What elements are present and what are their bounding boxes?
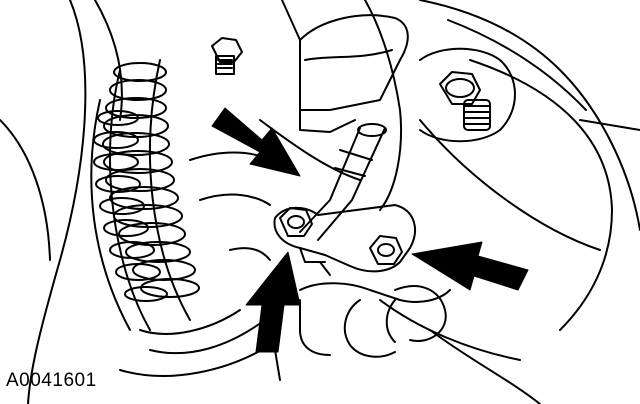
- figure-label: A0041601: [6, 370, 97, 391]
- mounting-plate: [273, 204, 416, 276]
- right-nut-stud: [419, 47, 516, 143]
- bracket-link-rod: [299, 123, 387, 241]
- arrow-icon: [411, 241, 529, 291]
- arrow-icon: [245, 251, 301, 353]
- top-left-nut: [211, 37, 243, 75]
- upper-housing: [299, 14, 409, 133]
- callout-arrows: [211, 107, 529, 353]
- plate-nut-left: [279, 207, 313, 237]
- arrow-icon: [211, 107, 301, 177]
- hose-coil: [90, 59, 271, 377]
- hose-coil-rings: [93, 62, 200, 302]
- plate-nut-right: [369, 235, 403, 265]
